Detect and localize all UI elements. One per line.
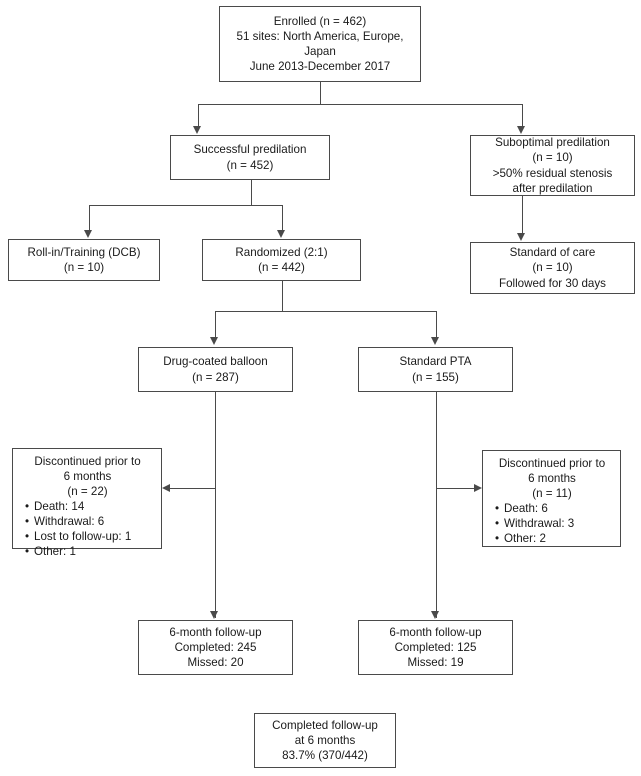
list-item: Death: 14 [25, 499, 155, 514]
node-completed-total-line-1: Completed follow-up [272, 718, 378, 732]
connector-randomized-stem [281, 281, 283, 312]
list-item: Withdrawal: 3 [495, 516, 614, 531]
list-item: Other: 1 [25, 544, 155, 559]
node-enrolled-line-3: Japan [304, 45, 336, 58]
node-discontinued-pta-header-1: Discontinued prior to [498, 457, 606, 470]
list-item: Lost to follow-up: 1 [25, 529, 155, 544]
node-followup-dcb: 6-month follow-up Completed: 245 Missed:… [138, 620, 293, 675]
arrowhead-dcb-followup [210, 611, 218, 619]
connector-successful-split [89, 205, 251, 207]
node-randomized-line-1: Randomized (2:1) [235, 245, 328, 259]
node-discontinued-dcb-header-3: (n = 22) [67, 485, 108, 499]
connector-dcb-discontinued [169, 488, 215, 490]
node-discontinued-pta: Discontinued prior to 6 months (n = 11) … [482, 450, 621, 547]
node-enrolled-line-1: Enrolled (n = 462) [273, 14, 367, 28]
node-discontinued-pta-list: Death: 6 Withdrawal: 3 Other: 2 [490, 501, 614, 546]
node-completed-total-line-2: at 6 months [294, 733, 356, 747]
connector-to-pta [435, 311, 437, 339]
connector-successful-split-right [250, 205, 282, 207]
node-successful-predilation-line-2: (n = 452) [226, 158, 274, 172]
connector-pta-stem [435, 392, 437, 618]
node-discontinued-dcb-header-1: Discontinued prior to [34, 455, 141, 468]
node-followup-pta-line-3: Missed: 19 [407, 656, 464, 670]
arrowhead-to-randomized [277, 230, 285, 238]
connector-to-suboptimal [521, 104, 523, 128]
connector-enrolled-split [198, 104, 523, 106]
arrowhead-pta-discontinued [474, 483, 482, 492]
node-suboptimal-predilation: Suboptimal predilation (n = 10) >50% res… [470, 135, 635, 196]
node-suboptimal-predilation-line-1: Suboptimal predilation [495, 136, 610, 150]
node-suboptimal-predilation-line-2: (n = 10) [532, 151, 573, 165]
arrowhead-to-dcb [210, 337, 218, 345]
connector-suboptimal-to-soc [521, 196, 523, 235]
connector-enrolled-stem [319, 82, 321, 105]
node-completed-total: Completed follow-up at 6 months 83.7% (3… [254, 713, 396, 768]
connector-to-successful [197, 104, 199, 128]
node-discontinued-dcb: Discontinued prior to 6 months (n = 22) … [12, 448, 162, 560]
connector-randomized-split [215, 311, 436, 313]
list-item: Withdrawal: 6 [25, 514, 155, 529]
node-standard-pta-line-1: Standard PTA [399, 355, 472, 369]
node-followup-dcb-line-3: Missed: 20 [187, 656, 244, 670]
node-followup-pta: 6-month follow-up Completed: 125 Missed:… [358, 620, 513, 675]
connector-to-rollin [88, 205, 90, 232]
arrowhead-to-successful [193, 126, 201, 134]
connector-dcb-stem [214, 392, 216, 618]
node-followup-dcb-line-2: Completed: 245 [174, 640, 257, 654]
node-successful-predilation: Successful predilation (n = 452) [170, 135, 330, 180]
arrowhead-pta-followup [431, 611, 439, 619]
arrowhead-to-pta [431, 337, 439, 345]
node-standard-of-care-line-2: (n = 10) [532, 261, 573, 275]
node-discontinued-dcb-list: Death: 14 Withdrawal: 6 Lost to follow-u… [20, 499, 155, 559]
node-enrolled-line-2: 51 sites: North America, Europe, [236, 29, 404, 43]
node-followup-pta-line-1: 6-month follow-up [389, 625, 482, 639]
node-standard-pta-line-2: (n = 155) [412, 370, 459, 384]
node-drug-coated-balloon: Drug-coated balloon (n = 287) [138, 347, 293, 392]
node-standard-of-care: Standard of care (n = 10) Followed for 3… [470, 242, 635, 294]
list-item: Other: 2 [495, 531, 614, 546]
arrowhead-to-soc [517, 233, 525, 241]
node-completed-total-line-3: 83.7% (370/442) [282, 749, 368, 763]
connector-to-randomized [281, 205, 283, 232]
node-suboptimal-predilation-line-4: after predilation [512, 181, 593, 195]
node-standard-pta: Standard PTA (n = 155) [358, 347, 513, 392]
node-drug-coated-balloon-line-1: Drug-coated balloon [163, 355, 268, 369]
node-enrolled: Enrolled (n = 462) 51 sites: North Ameri… [219, 6, 421, 82]
node-standard-of-care-line-3: Followed for 30 days [499, 276, 606, 290]
connector-successful-stem [250, 180, 252, 206]
node-discontinued-pta-header-3: (n = 11) [532, 487, 572, 501]
node-standard-of-care-line-1: Standard of care [509, 246, 596, 260]
arrowhead-dcb-discontinued [162, 483, 170, 492]
node-rollin-training-line-1: Roll-in/Training (DCB) [27, 245, 141, 259]
node-discontinued-dcb-header-2: 6 months [63, 470, 112, 484]
node-randomized: Randomized (2:1) (n = 442) [202, 239, 361, 281]
node-discontinued-pta-header-2: 6 months [528, 472, 576, 486]
connector-to-dcb [214, 311, 216, 339]
arrowhead-to-rollin [84, 230, 92, 238]
connector-pta-discontinued [436, 488, 475, 490]
node-drug-coated-balloon-line-2: (n = 287) [192, 370, 239, 384]
arrowhead-to-suboptimal [517, 126, 525, 134]
node-rollin-training-line-2: (n = 10) [63, 261, 105, 274]
node-rollin-training: Roll-in/Training (DCB) (n = 10) [8, 239, 160, 281]
node-followup-pta-line-2: Completed: 125 [394, 640, 477, 654]
node-enrolled-line-4: June 2013-December 2017 [249, 60, 391, 74]
node-randomized-line-2: (n = 442) [258, 261, 305, 274]
list-item: Death: 6 [495, 501, 614, 516]
node-successful-predilation-line-1: Successful predilation [193, 143, 307, 157]
node-followup-dcb-line-1: 6-month follow-up [169, 625, 262, 639]
node-suboptimal-predilation-line-3: >50% residual stenosis [492, 166, 613, 180]
